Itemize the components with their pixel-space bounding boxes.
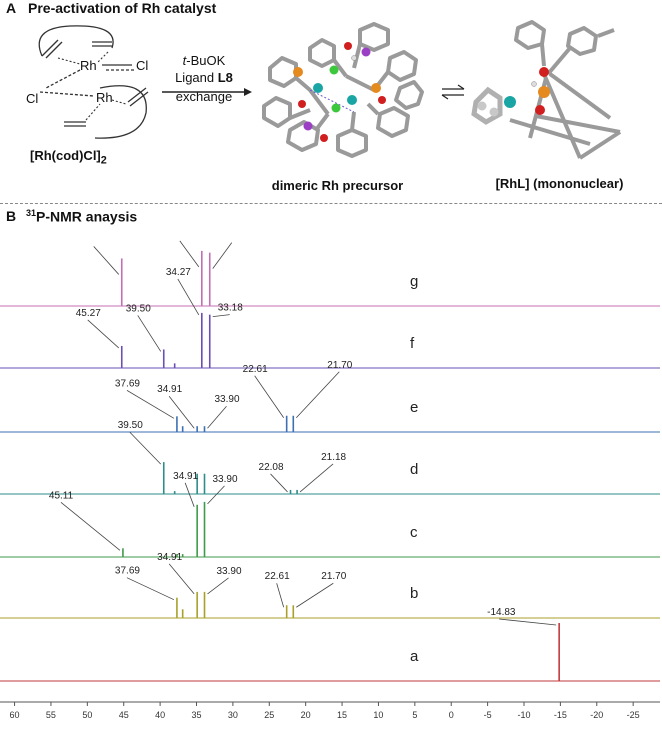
peak-label-arrow <box>177 278 200 316</box>
peak-label-arrow <box>60 501 121 551</box>
peak-arrow <box>179 240 200 268</box>
peak-shift-label: 33.90 <box>217 566 242 577</box>
panel-a-label: A <box>6 0 17 16</box>
x-tick-label: 30 <box>228 710 238 720</box>
dimer-caption: dimeric Rh precursor <box>271 178 404 193</box>
peak-shift-label: 33.90 <box>213 474 238 485</box>
mononuclear-caption: [RhL] (mononuclear) <box>495 176 624 191</box>
peak-label-arrow <box>126 389 175 419</box>
x-tick-label: -25 <box>627 710 640 720</box>
peak-shift-label: 22.61 <box>265 571 290 582</box>
peak-shift-label: 39.50 <box>118 420 143 431</box>
peak-shift-label: 34.91 <box>157 552 182 563</box>
peak-label-arrow <box>137 315 162 352</box>
peak-label-arrow <box>126 577 175 601</box>
peak-arrow <box>212 242 233 269</box>
trace-label-d: d <box>410 461 418 478</box>
peak-label-arrow <box>184 482 195 507</box>
x-tick-label: 45 <box>119 710 129 720</box>
peak-shift-label: 45.11 <box>49 490 74 501</box>
x-tick-label: 15 <box>337 710 347 720</box>
peak-shift-label: 37.69 <box>115 566 140 577</box>
peak-shift-label: 21.70 <box>327 360 352 371</box>
rh-cod-cl-dimer-structure: Rh Cl Cl Rh <box>26 25 149 139</box>
panel-b-title: 31P-NMR anaysis <box>26 208 138 225</box>
rh-atom-label: Rh <box>96 90 113 105</box>
peak-label-arrow <box>254 375 285 418</box>
peak-label-arrow <box>207 577 229 595</box>
x-tick-label: 60 <box>10 710 20 720</box>
peak-shift-label: 39.50 <box>126 303 151 314</box>
peak-shift-label: 45.27 <box>76 308 101 319</box>
peak-label-arrow <box>168 395 195 429</box>
trace-label-e: e <box>410 399 418 416</box>
trace-label-g: g <box>410 273 418 290</box>
x-tick-label: -20 <box>590 710 603 720</box>
x-tick-label: 25 <box>264 710 274 720</box>
peak-label-arrow <box>129 431 162 465</box>
rh-atom-label: Rh <box>80 58 97 73</box>
peak-shift-label: 37.69 <box>115 378 140 389</box>
peak-label-arrow <box>299 463 334 493</box>
peak-shift-label: -14.83 <box>487 607 516 618</box>
peak-shift-label: 33.18 <box>218 303 243 314</box>
peak-label-arrow <box>168 563 195 595</box>
peak-label-arrow <box>276 583 285 608</box>
x-tick-label: -15 <box>554 710 567 720</box>
peak-shift-label: 33.90 <box>215 394 240 405</box>
x-tick-label: 20 <box>301 710 311 720</box>
peak-shift-label: 34.27 <box>166 267 191 278</box>
x-tick-label: -5 <box>484 710 492 720</box>
peak-shift-label: 22.61 <box>243 364 268 375</box>
trace-label-c: c <box>410 524 418 541</box>
x-tick-label: 5 <box>412 710 417 720</box>
x-tick-label: 55 <box>46 710 56 720</box>
peak-shift-label: 34.91 <box>157 384 182 395</box>
reaction-arrow <box>162 88 252 96</box>
peak-shift-label: 34.91 <box>173 471 198 482</box>
peak-shift-label: 21.70 <box>321 571 346 582</box>
peak-label-arrow <box>207 405 227 429</box>
nmr-stacked-spectra: g f 45.27 39.50 34.27 33.18 e 37.69 34.91 33.90 22… <box>0 240 660 720</box>
panel-b-label: B <box>6 208 17 224</box>
cl-atom-label: Cl <box>136 58 148 73</box>
panel-a-title: Pre-activation of Rh catalyst <box>28 0 217 16</box>
peak-label-arrow <box>296 582 334 608</box>
x-tick-label: 40 <box>155 710 165 720</box>
peak-shift-label: 21.18 <box>321 452 346 463</box>
complex-formula: [Rh(cod)Cl]2 <box>30 148 107 167</box>
cl-atom-label: Cl <box>26 91 38 106</box>
x-tick-label: 50 <box>82 710 92 720</box>
peak-shift-label: 22.08 <box>259 462 284 473</box>
x-tick-label: -10 <box>517 710 530 720</box>
peak-label-arrow <box>207 485 225 505</box>
dimeric-rh-precursor-model <box>262 22 424 158</box>
trace-label-f: f <box>410 335 415 352</box>
x-tick-label: 10 <box>373 710 383 720</box>
trace-label-a: a <box>410 648 419 665</box>
peak-arrow <box>93 246 120 275</box>
peak-label-arrow <box>87 319 120 349</box>
trace-label-b: b <box>410 585 418 602</box>
x-tick-label: 35 <box>191 710 201 720</box>
peak-label-arrow <box>296 371 340 419</box>
peak-label-arrow <box>499 618 557 626</box>
mononuclear-rhl-model <box>471 20 622 160</box>
x-tick-label: 0 <box>449 710 454 720</box>
peak-label-arrow <box>270 473 288 493</box>
equilibrium-arrows <box>441 84 465 100</box>
panel-divider <box>0 203 662 204</box>
peak-label-arrow <box>212 314 230 318</box>
